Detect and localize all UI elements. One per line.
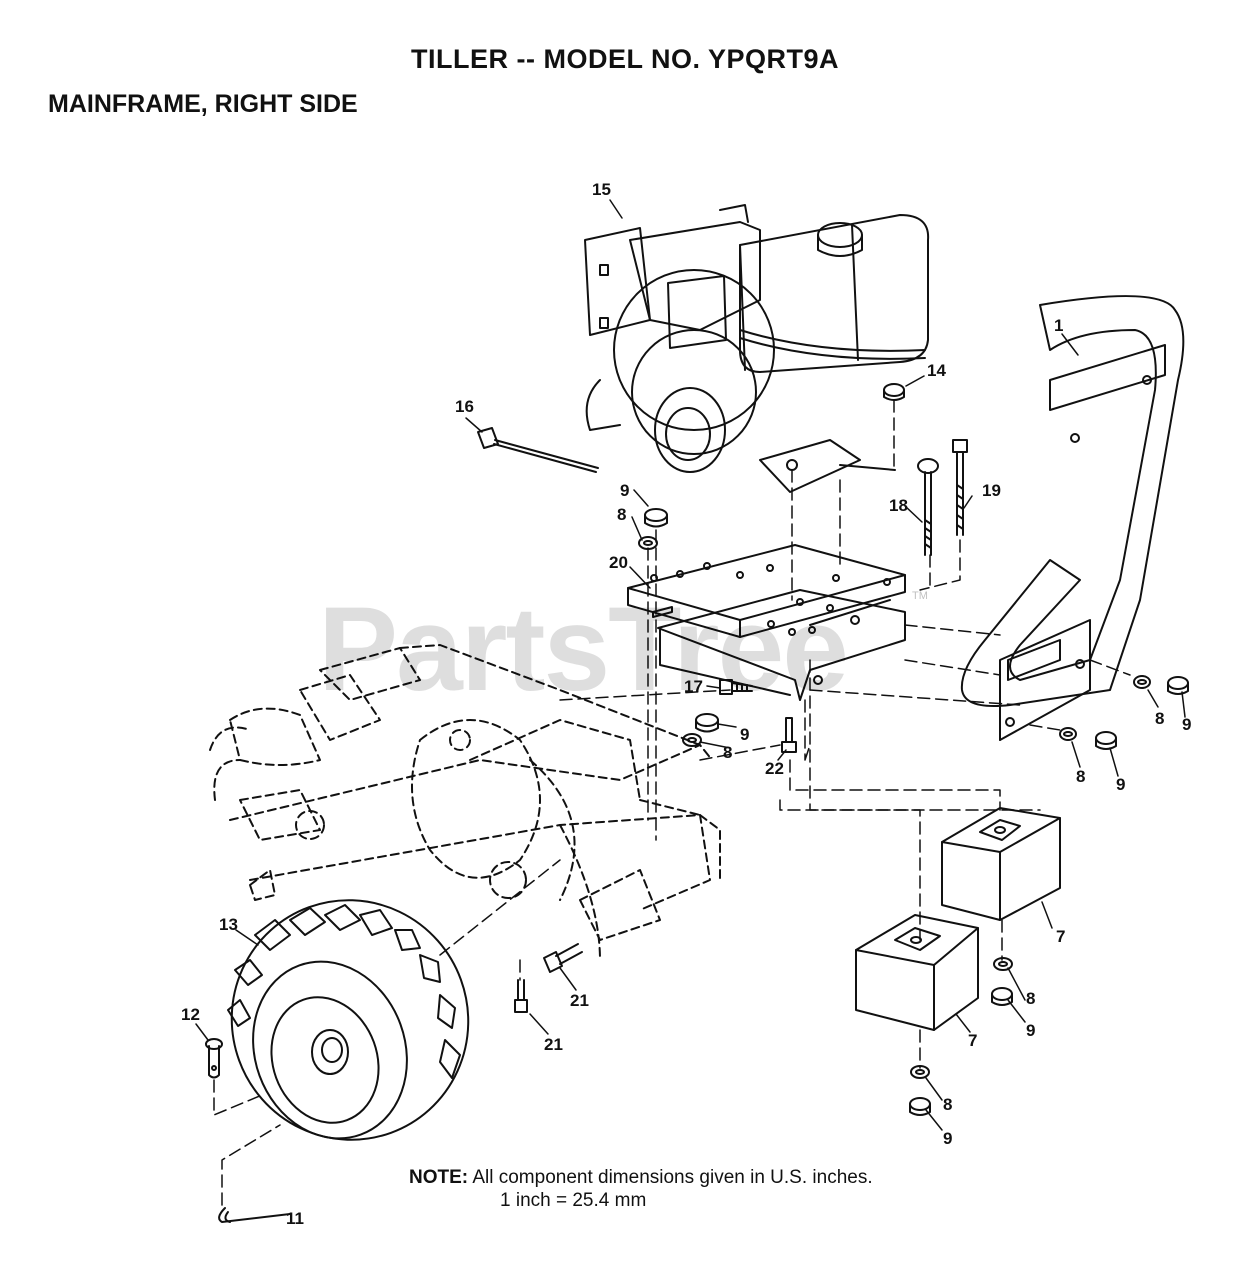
tine-assembly-reference: [209, 644, 721, 961]
bolt-part-18: [917, 458, 939, 556]
bolt-part-21-upper: [543, 943, 583, 973]
callout-8: 8: [1076, 767, 1086, 786]
callout-18: 18: [889, 496, 908, 515]
bolt-part-17: [719, 679, 753, 695]
watermark-tm: TM: [912, 590, 928, 602]
callout-22: 22: [765, 759, 784, 778]
handle-bracket-part-1: [960, 295, 1185, 741]
callout-9: 9: [620, 481, 630, 500]
callout-7: 7: [968, 1031, 978, 1050]
callout-9: 9: [1116, 775, 1126, 794]
callout-9: 9: [740, 725, 750, 744]
callout-17: 17: [684, 677, 703, 696]
hairpin-part-11: [218, 1207, 291, 1223]
callout-11: 11: [286, 1209, 304, 1228]
callout-leaders: [195, 199, 1186, 1131]
callout-15: 15: [592, 180, 611, 199]
note-line-1: All component dimensions given in U.S. i…: [472, 1167, 873, 1188]
callout-14: 14: [927, 361, 946, 380]
callout-16: 16: [455, 397, 474, 416]
callout-8: 8: [723, 743, 733, 762]
dimensions-note: NOTE: All component dimensions given in …: [409, 1166, 873, 1211]
callout-8: 8: [617, 505, 627, 524]
assembly-leader-lines: [213, 399, 1131, 1206]
mounting-plate-part-20: [627, 544, 906, 701]
nut-part-14: [883, 383, 905, 401]
diagram-subtitle: MAINFRAME, RIGHT SIDE: [48, 90, 358, 118]
wheel-tire-part-13: [227, 899, 470, 1141]
callout-7: 7: [1056, 927, 1066, 946]
callout-9: 9: [1026, 1021, 1036, 1040]
callout-21: 21: [570, 991, 589, 1010]
note-line-2: 1 inch = 25.4 mm: [500, 1190, 647, 1211]
callout-20: 20: [609, 553, 628, 572]
callout-8: 8: [1155, 709, 1165, 728]
diagram-title: TILLER -- MODEL NO. YPQRT9A: [410, 44, 840, 74]
callout-12: 12: [181, 1005, 200, 1024]
engine-part-15: [584, 204, 930, 493]
note-label: NOTE:: [409, 1167, 469, 1188]
callout-9: 9: [1182, 715, 1192, 734]
watermark-logo: PartsTree: [318, 582, 849, 716]
callout-21: 21: [544, 1035, 563, 1054]
cable-tie-part-16: [477, 427, 599, 473]
callout-9: 9: [943, 1129, 953, 1148]
callout-8: 8: [1026, 989, 1036, 1008]
callout-13: 13: [219, 915, 238, 934]
callout-8: 8: [943, 1095, 953, 1114]
weight-block-lower-part-7: [855, 914, 979, 1031]
callout-19: 19: [982, 481, 1001, 500]
bolt-part-21-lower: [514, 979, 528, 1013]
clevis-pin-part-12: [205, 1038, 223, 1079]
bolt-part-19: [952, 439, 968, 536]
hardware-8-9: [638, 508, 1189, 1116]
bolt-part-22: [781, 717, 797, 753]
callout-1: 1: [1054, 316, 1064, 335]
